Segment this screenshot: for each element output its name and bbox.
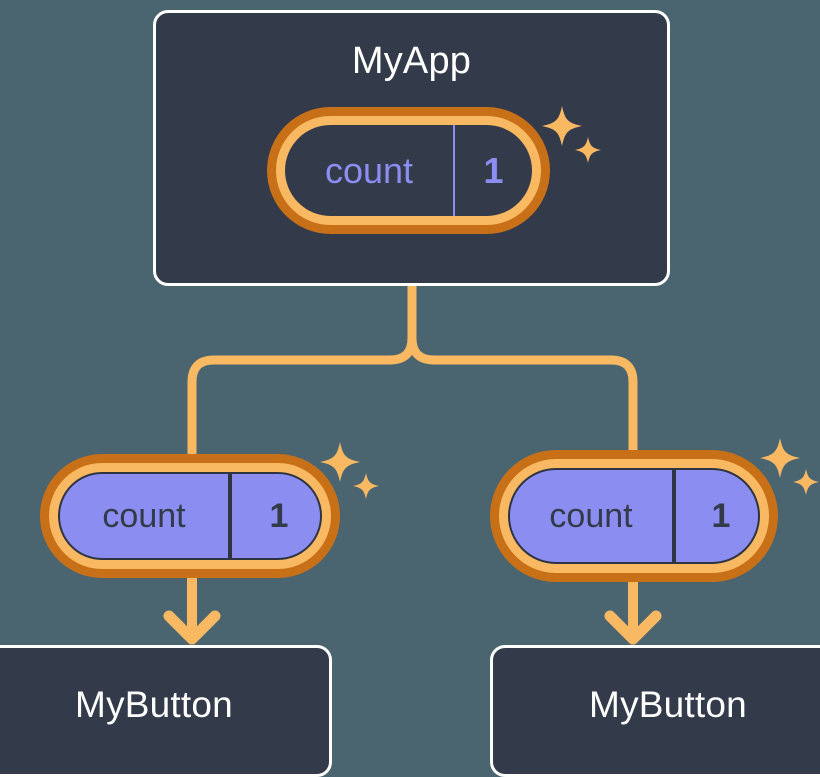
state-pill-ring-inner: count 1 bbox=[499, 459, 769, 573]
state-pill-child-right[interactable]: count 1 bbox=[490, 450, 778, 582]
state-pill-ring-inner: count 1 bbox=[276, 116, 541, 225]
state-value-label: 1 bbox=[228, 474, 320, 558]
connector-root-to-child-right bbox=[407, 333, 638, 457]
state-key-label: count bbox=[324, 149, 414, 191]
component-title-mybutton-right: MyButton bbox=[589, 684, 747, 725]
arrow-down-icon-left bbox=[163, 610, 221, 645]
state-key-label: count bbox=[102, 496, 186, 535]
component-title-myapp: MyApp bbox=[351, 40, 472, 82]
state-pill-ring-inner: count 1 bbox=[49, 463, 331, 569]
state-pill-body: count 1 bbox=[285, 125, 532, 216]
component-card-mybutton-right[interactable]: MyButton bbox=[490, 645, 820, 777]
state-value-label: 1 bbox=[453, 125, 532, 216]
sparkle-large-icon bbox=[760, 438, 800, 478]
state-pill-myapp[interactable]: count 1 bbox=[267, 107, 550, 234]
component-title-mybutton-left: MyButton bbox=[75, 684, 233, 725]
component-card-mybutton-left[interactable]: MyButton bbox=[0, 645, 332, 777]
state-value-label: 1 bbox=[672, 470, 758, 562]
state-pill-child-left[interactable]: count 1 bbox=[40, 454, 340, 578]
arrow-down-icon-right bbox=[604, 610, 662, 645]
sparkle-small-icon bbox=[353, 473, 379, 499]
connector-root-to-children bbox=[187, 281, 417, 461]
sparkle-small-icon bbox=[793, 469, 819, 495]
state-pill-body: count 1 bbox=[58, 472, 322, 560]
state-key-label: count bbox=[549, 496, 633, 535]
state-pill-body: count 1 bbox=[508, 468, 760, 564]
